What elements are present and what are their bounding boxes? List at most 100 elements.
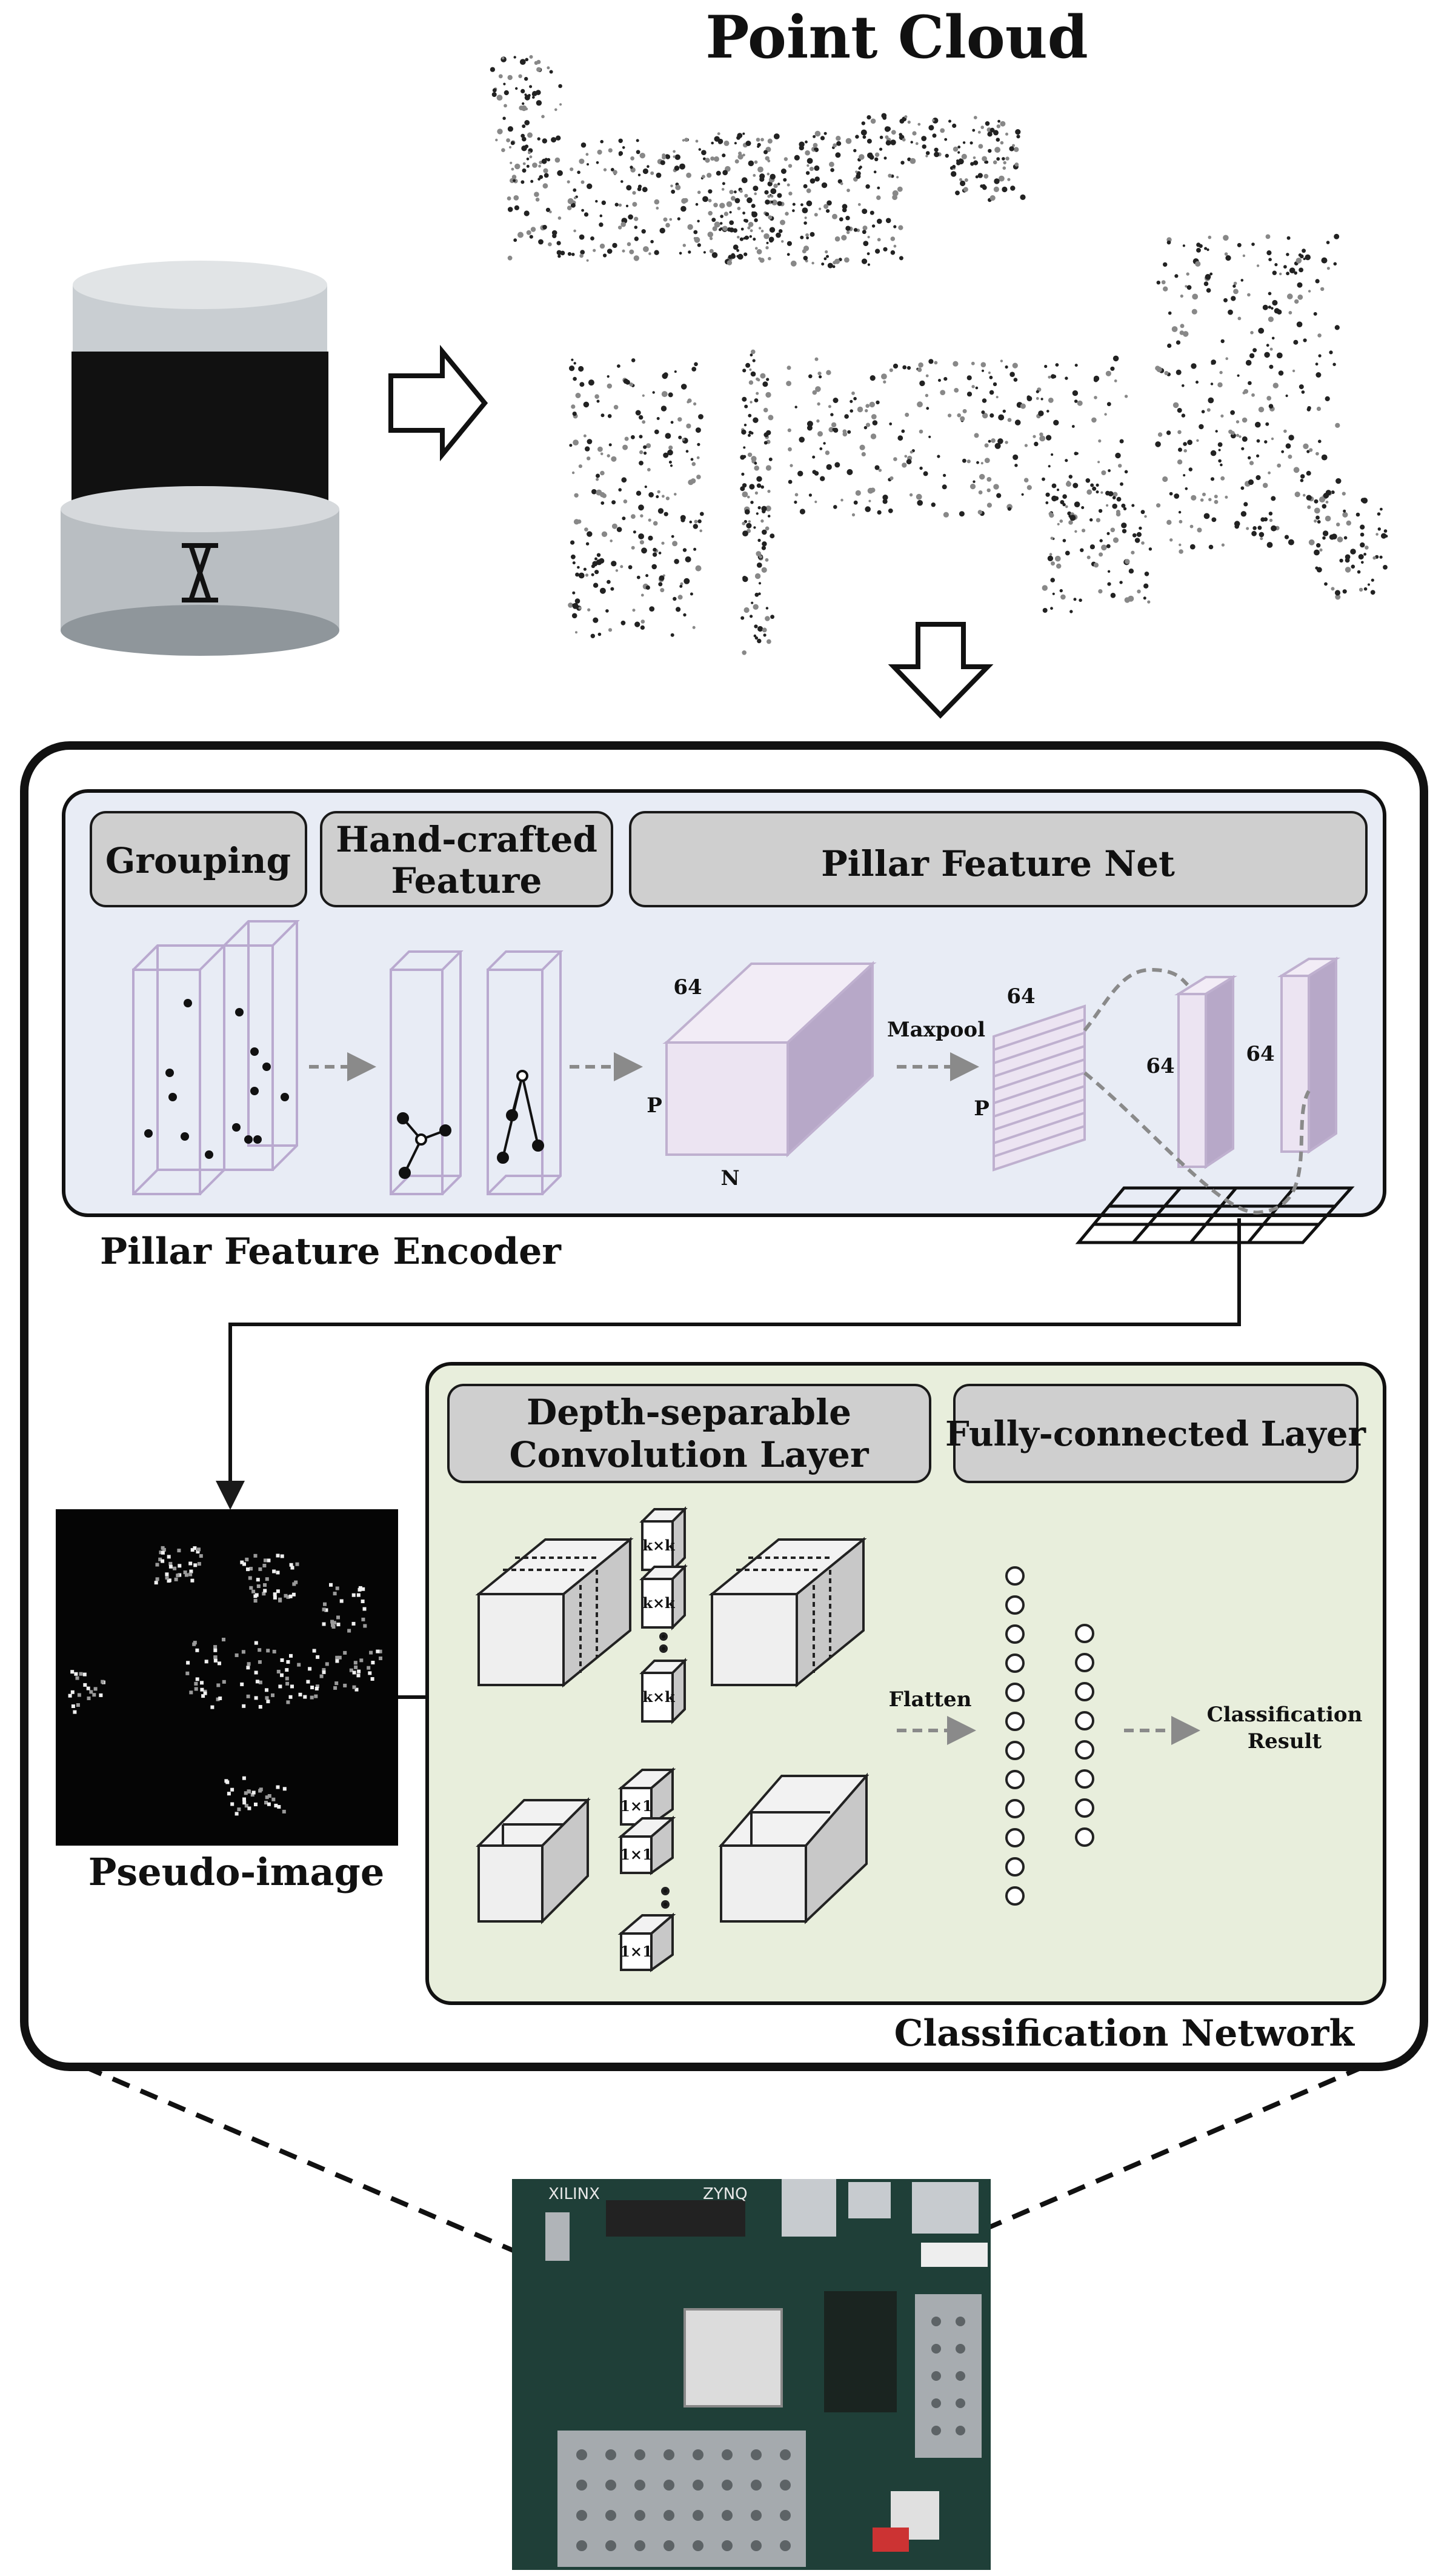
point (753, 185, 759, 192)
pixel (361, 1617, 365, 1621)
point (888, 173, 892, 178)
point (830, 168, 834, 172)
point (685, 556, 691, 562)
point (677, 595, 683, 600)
point (1072, 390, 1079, 396)
point (557, 170, 563, 176)
point (765, 607, 769, 610)
point (641, 547, 647, 554)
point (1021, 493, 1024, 496)
point (654, 250, 659, 255)
point (770, 173, 776, 180)
point (1256, 264, 1260, 267)
point (1042, 477, 1045, 481)
point (1314, 499, 1319, 504)
point (640, 593, 644, 597)
point (1372, 556, 1376, 560)
point (1200, 498, 1204, 502)
point (951, 171, 957, 177)
point (571, 253, 575, 256)
point (876, 400, 880, 405)
point (1077, 400, 1083, 406)
shield-hole (576, 2480, 587, 2491)
point (551, 137, 557, 143)
point (1000, 121, 1006, 127)
point (683, 198, 688, 203)
point (1101, 544, 1107, 551)
point (878, 469, 882, 472)
point (538, 164, 541, 168)
point (1206, 248, 1209, 252)
point (522, 168, 527, 173)
point (737, 154, 743, 160)
point (857, 406, 863, 413)
point (1189, 524, 1194, 529)
point (281, 1093, 289, 1101)
point (754, 573, 761, 579)
point (863, 425, 868, 430)
point (1322, 504, 1327, 509)
point (579, 253, 584, 258)
pixel (242, 1797, 246, 1801)
point (624, 436, 629, 441)
point (806, 188, 811, 193)
point (1068, 475, 1073, 479)
point (767, 639, 771, 644)
pixel (165, 1576, 169, 1580)
point (1299, 384, 1304, 390)
point (720, 215, 723, 218)
point (668, 461, 672, 464)
point (1315, 362, 1319, 366)
point (1116, 510, 1120, 514)
grouping-pillars (132, 920, 300, 1195)
point (814, 471, 819, 476)
point (660, 588, 665, 593)
point (601, 200, 606, 205)
point (1240, 486, 1245, 490)
point (1067, 511, 1072, 516)
pixel (168, 1561, 173, 1566)
pixel (247, 1790, 251, 1794)
pixel (379, 1657, 382, 1660)
point (1191, 363, 1197, 369)
point (1214, 499, 1219, 504)
point (994, 178, 1000, 184)
point (861, 121, 866, 125)
point (1332, 362, 1336, 366)
point (1110, 593, 1116, 598)
point (761, 506, 767, 512)
point (1016, 135, 1020, 139)
point (767, 181, 773, 187)
point (1268, 512, 1273, 516)
pixel (256, 1578, 260, 1582)
pixel (335, 1659, 339, 1663)
point (707, 173, 712, 178)
point (915, 142, 919, 145)
point (977, 510, 983, 515)
point (674, 559, 679, 564)
point (993, 130, 999, 136)
point (634, 216, 639, 221)
point (742, 153, 745, 157)
point (1182, 384, 1185, 387)
point (1201, 410, 1205, 413)
hollow-arrow-right-icon (388, 344, 488, 462)
kernel-cube (617, 1815, 676, 1875)
point (1196, 242, 1201, 247)
pixel (322, 1668, 326, 1672)
point (695, 565, 702, 572)
point (753, 526, 756, 529)
point (1294, 492, 1300, 498)
point (763, 150, 768, 155)
point (250, 1047, 259, 1056)
pixel (319, 1674, 324, 1678)
point (1235, 420, 1240, 424)
point (817, 431, 823, 437)
point (1086, 489, 1092, 495)
shield-hole (634, 2449, 645, 2460)
pixel (254, 1670, 258, 1675)
point (676, 607, 681, 612)
point (966, 375, 972, 381)
point (1051, 453, 1054, 456)
point (608, 443, 612, 447)
